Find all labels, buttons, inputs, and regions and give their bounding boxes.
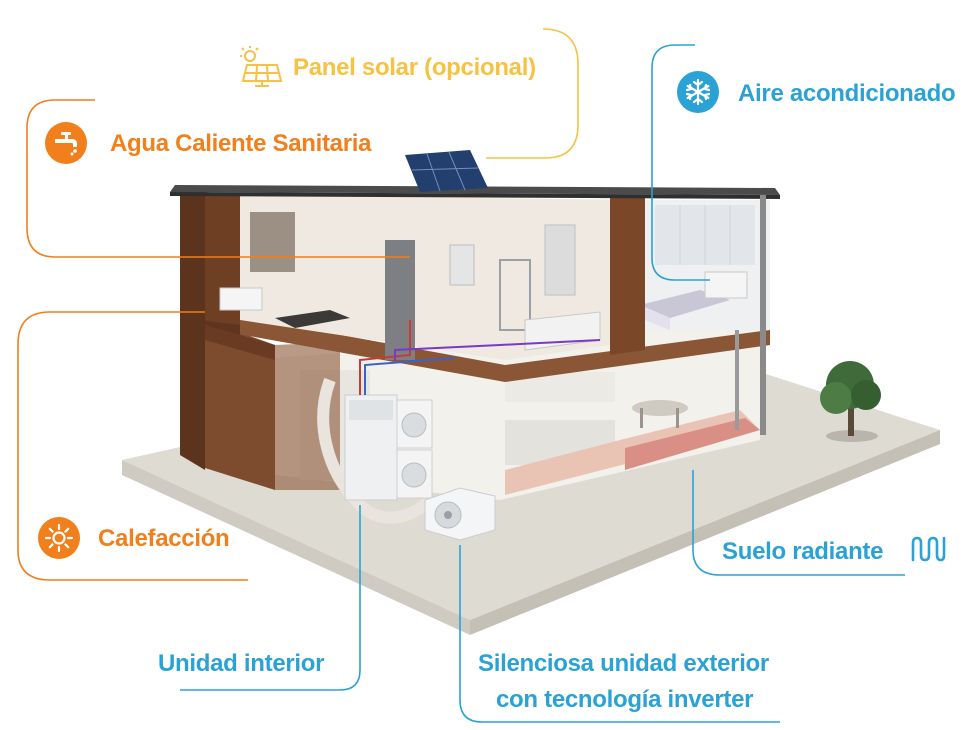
- indoor-unit-illustration: [317, 377, 435, 524]
- upper-floor: [170, 185, 780, 470]
- snowflake-icon: [677, 71, 719, 113]
- outdoor-unit-label-line1: Silenciosa unidad exterior: [478, 650, 769, 677]
- heating-coil-icon: [911, 536, 946, 562]
- indoor-unit-callout-line: [180, 505, 361, 691]
- outdoor-unit-label-line2: con tecnología inverter: [496, 686, 754, 713]
- tree: [820, 361, 881, 442]
- pipes: [359, 320, 601, 395]
- outdoor-unit-callout-line: [459, 545, 780, 723]
- heating-callout-line: [17, 311, 248, 581]
- hot-water-callout-line: [26, 99, 410, 258]
- solar-callout-line: [486, 28, 579, 159]
- solar-panel-icon: [240, 46, 283, 87]
- floor-heating-label: Suelo radiante: [722, 538, 884, 565]
- floor-callout-line: [692, 470, 905, 576]
- air-callout-line: [651, 44, 710, 281]
- callout-lines: [17, 28, 905, 723]
- faucet-icon: [45, 122, 87, 164]
- outdoor-unit-illustration: [424, 487, 496, 541]
- hot-water-label: Agua Caliente Sanitaria: [110, 130, 372, 157]
- indoor-unit-label: Unidad interior: [158, 650, 325, 677]
- heating-label: Calefacción: [98, 525, 230, 552]
- solar-panel-label: Panel solar (opcional): [293, 54, 536, 81]
- air-conditioning-label: Aire acondicionado: [738, 80, 956, 107]
- sun-icon: [38, 517, 80, 559]
- solar-panel-illustration: [405, 150, 488, 192]
